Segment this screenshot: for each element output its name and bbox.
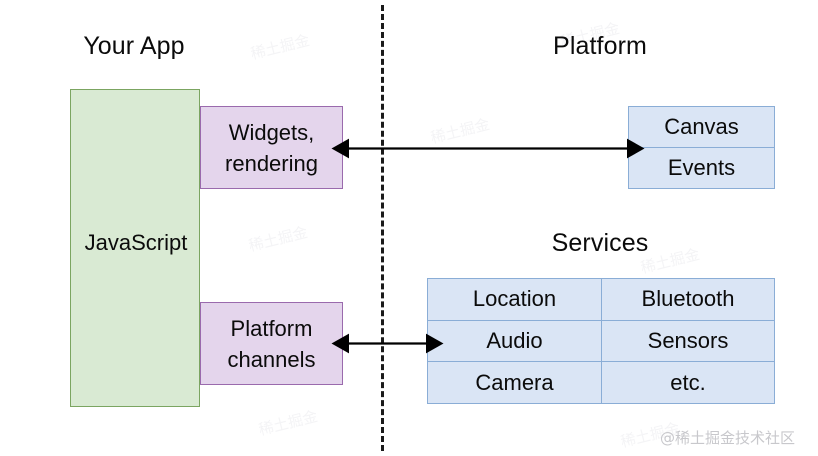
- platform-channels-box: Platform channels: [200, 302, 343, 385]
- watermark-credit: @稀土掘金技术社区: [660, 429, 796, 447]
- background-watermark: 稀土掘金: [248, 30, 312, 63]
- dashed-divider-line: [381, 5, 384, 451]
- heading-your-app: Your App: [83, 32, 185, 60]
- widgets-line-2: rendering: [225, 150, 318, 176]
- table-cell-canvas: Canvas: [664, 114, 739, 139]
- channels-line-1: Platform: [230, 315, 313, 341]
- widgets-rendering-box: Widgets, rendering: [200, 106, 343, 189]
- table-cell-location: Location: [428, 279, 602, 320]
- platform-table: Canvas Events: [628, 106, 775, 189]
- background-watermark: 稀土掘金: [256, 406, 320, 439]
- javascript-box: JavaScript: [70, 89, 200, 407]
- table-row: Audio Sensors: [428, 320, 774, 363]
- background-watermark: 稀土掘金: [246, 222, 310, 255]
- double-arrow-channels-services: [331, 333, 444, 354]
- javascript-label: JavaScript: [84, 230, 188, 255]
- table-row: Location Bluetooth: [428, 279, 774, 321]
- channels-line-2: channels: [227, 346, 316, 372]
- heading-platform: Platform: [553, 32, 647, 60]
- table-cell-audio: Audio: [428, 320, 602, 362]
- widgets-line-1: Widgets,: [228, 119, 315, 145]
- table-cell-events: Events: [667, 155, 736, 180]
- table-row: Camera etc.: [428, 362, 774, 404]
- table-cell-camera: Camera: [428, 362, 602, 404]
- services-table: Location Bluetooth Audio Sensors Camera …: [427, 278, 775, 404]
- heading-services: Services: [551, 229, 649, 257]
- table-row: Canvas: [629, 107, 774, 148]
- table-cell-sensors: Sensors: [647, 328, 729, 353]
- table-row: Events: [629, 148, 774, 188]
- double-arrow-widgets-platform: [331, 138, 645, 159]
- table-cell-bluetooth: Bluetooth: [641, 286, 735, 312]
- table-cell-etc: etc.: [670, 369, 706, 395]
